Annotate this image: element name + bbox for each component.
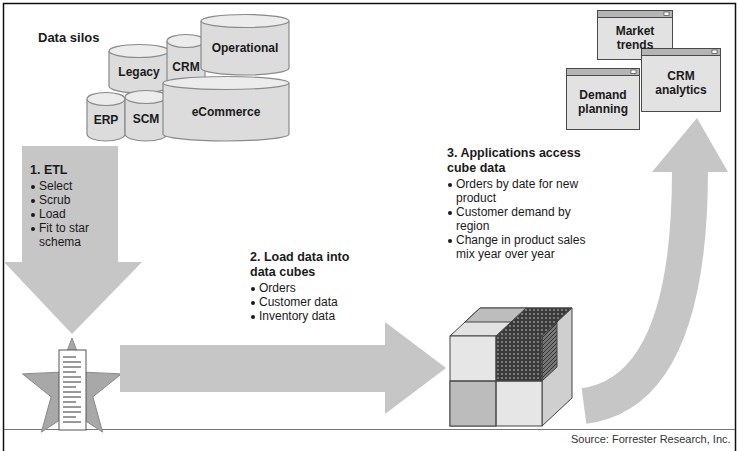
bullet-text: Scrub [39, 193, 70, 207]
window-label: Demand planning [571, 89, 635, 117]
bullet-dot [31, 185, 35, 189]
node-text-box: SCM [133, 113, 160, 127]
step-text-group: 2. Load data into data cubesOrdersCustom… [250, 250, 378, 323]
database-cylinder: eCommerce [162, 76, 290, 142]
node-text-box: CRM analytics [646, 70, 716, 98]
node-text-box: eCommerce [192, 106, 261, 120]
bullet-dot [251, 315, 255, 319]
source-note: Source: Forrester Research, Inc. [571, 433, 731, 445]
node-text-box: CRM [172, 61, 199, 75]
bullet-dot [448, 211, 452, 215]
bullet-text: Fit to star schema [39, 221, 89, 249]
star-schema-icon [23, 338, 122, 432]
step-heading: 2. Load data into data cubes [250, 250, 378, 280]
step-heading: 3. Applications access cube data [447, 146, 587, 176]
bullet-item: Customer demand by region [447, 205, 587, 233]
database-cylinder: SCM [124, 90, 168, 142]
bullet-text: Customer demand by region [456, 205, 571, 233]
bullet-item: Orders by date for new product [447, 177, 587, 205]
bullet-text: Customer data [259, 295, 338, 309]
bullet-text: Change in product sales mix year over ye… [456, 233, 585, 261]
etl-arrow [4, 146, 142, 334]
bullet-text: Load [39, 207, 66, 221]
bullet-item: Change in product sales mix year over ye… [447, 233, 587, 261]
frame [4, 4, 736, 451]
step-heading: Data silos [38, 30, 158, 45]
application-window: Demand planning [566, 68, 640, 130]
bullet-dot [251, 287, 255, 291]
silo-label: eCommerce [192, 106, 261, 120]
bullet-text: Orders [259, 281, 296, 295]
heading-text: 1. ETL [30, 163, 68, 177]
silo-label: Legacy [118, 66, 159, 80]
node-text-box: ERP [94, 114, 119, 128]
bullet-dot [448, 183, 452, 187]
step-text-group: 3. Applications access cube dataOrders b… [447, 146, 587, 261]
bullet-text: Select [39, 179, 72, 193]
database-cylinder: ERP [86, 92, 126, 142]
step-text-group: Data silos [38, 30, 158, 46]
silo-label: CRM [172, 61, 199, 75]
node-text-box: Legacy [118, 66, 159, 80]
bullet-item: Scrub [30, 193, 116, 207]
node-text-box: Market trends [602, 25, 668, 53]
window-label: Market trends [602, 25, 668, 53]
database-cylinder: Legacy [108, 44, 170, 94]
bullet-item: Orders [250, 281, 378, 295]
bullet-dot [31, 199, 35, 203]
bullet-item: Load [30, 207, 116, 221]
bullet-item: Fit to star schema [30, 221, 116, 249]
node-text-box: Operational [212, 42, 279, 56]
node-text-box: Demand planning [571, 89, 635, 117]
bullet-text: Orders by date for new product [456, 177, 578, 205]
window-label: CRM analytics [646, 70, 716, 98]
heading-text: Data silos [38, 30, 99, 45]
apps-arrow [584, 118, 728, 406]
bullet-dot [251, 301, 255, 305]
step-heading: 1. ETL [30, 163, 116, 178]
silo-label: SCM [133, 113, 160, 127]
database-cylinder: Operational [200, 14, 290, 76]
bullet-item: Select [30, 179, 116, 193]
bullet-item: Customer data [250, 295, 378, 309]
bullet-item: Inventory data [250, 309, 378, 323]
silo-label: ERP [94, 114, 119, 128]
heading-text: 2. Load data into data cubes [250, 250, 349, 279]
step-text-group: 1. ETL SelectScrubLoadFit to star schema [30, 163, 116, 250]
rule-line [4, 429, 735, 430]
bullet-dot [31, 213, 35, 217]
application-window: CRM analytics [641, 48, 721, 112]
heading-text: 3. Applications access cube data [447, 146, 581, 175]
data-cube [450, 308, 572, 426]
bullet-text: Inventory data [259, 309, 335, 323]
load-arrow [120, 322, 446, 414]
bullet-dot [31, 227, 35, 231]
silo-label: Operational [212, 42, 279, 56]
bullet-dot [448, 239, 452, 243]
